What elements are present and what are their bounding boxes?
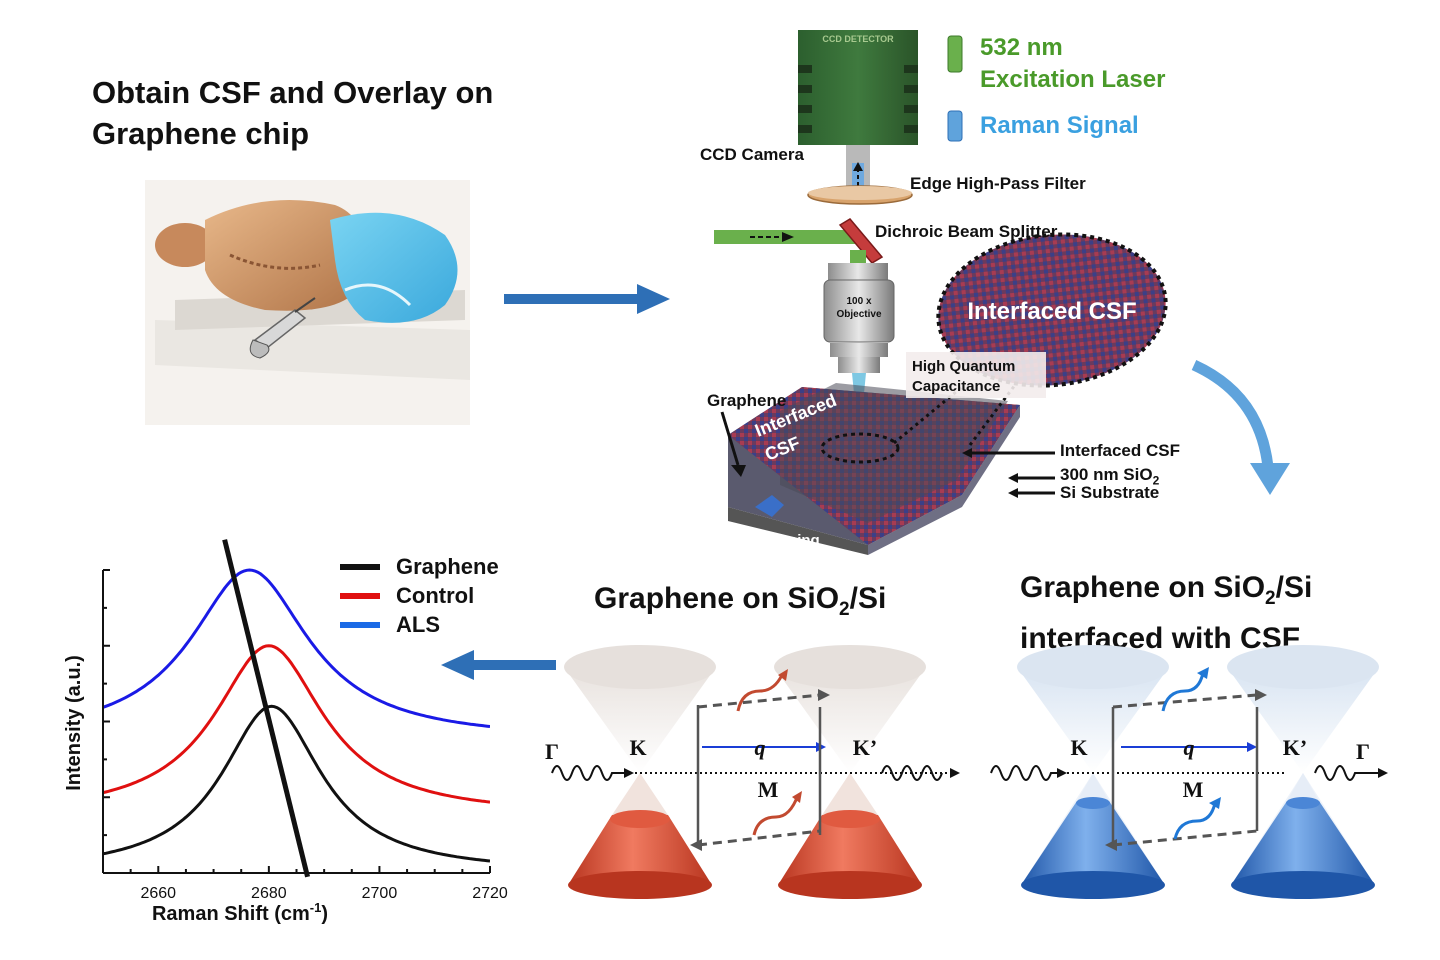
legend-swatch-control — [340, 592, 380, 599]
lumbar-puncture-illustration — [145, 180, 470, 425]
legend-label-graphene: Graphene — [396, 553, 499, 579]
legend-item-control: Control — [340, 581, 499, 610]
series-line-graphene — [103, 704, 490, 863]
label-gamma-mid: Γ — [545, 739, 559, 764]
label-K-mid: K — [629, 735, 646, 760]
detector-label: CCD DETECTOR — [822, 34, 894, 44]
step1-title-line2: Graphene chip — [92, 116, 310, 151]
label-Kp-right: K’ — [1283, 735, 1307, 760]
raman-setup-diagram: CCD DETECTOR 100 x Objective Interfaced … — [707, 30, 1168, 555]
label-gamma-right: Γ — [1356, 739, 1370, 764]
objective-label-1: 100 x — [846, 296, 871, 307]
label-Kp-mid: K’ — [853, 735, 877, 760]
raman-chart: 2660 2680 2700 2720 Raman Shift (cm-1) Inte… — [63, 539, 508, 925]
ccd-camera-label: CCD Camera — [700, 145, 804, 164]
right-panel-title-line1: Graphene on SiO2/Si — [1020, 571, 1313, 609]
legend-label-control: Control — [396, 582, 475, 608]
legend-swatch-graphene — [340, 563, 380, 570]
x-tick-label: 2720 — [472, 885, 508, 902]
label-q-mid: q — [755, 735, 766, 760]
legend-item-als: ALS — [340, 610, 499, 639]
right-panel-title: Graphene on SiO2/Si interfaced with CSF — [1020, 568, 1312, 659]
detector-slots — [798, 65, 918, 133]
step1-title-line1: Obtain CSF and Overlay on — [92, 75, 494, 110]
series-line-als — [103, 568, 490, 728]
x-tick-label: 2700 — [362, 885, 398, 902]
beam-splitter-label: Dichroic Beam Splitter — [875, 222, 1058, 241]
legend-label-als: ALS — [396, 611, 440, 637]
series-line-control — [103, 644, 490, 804]
y-axis-label: Intensity (a.u.) — [63, 655, 85, 791]
objective-label-2: Objective — [836, 309, 881, 320]
chart-legend: Graphene Control ALS — [340, 552, 499, 639]
band-diagram-control: K K’ q M Γ — [545, 645, 960, 899]
arrow-to-setup — [504, 284, 670, 314]
step1-title: Obtain CSF and Overlay on Graphene chip — [92, 72, 493, 154]
legend-raman: Raman Signal — [980, 112, 1139, 139]
band-diagram-csf: K K’ q M Γ — [990, 645, 1388, 899]
legend-laser-line1: 532 nm — [980, 34, 1063, 61]
label-K-right: K — [1070, 735, 1087, 760]
layer-csf-label: Interfaced CSF — [1060, 441, 1180, 460]
legend-swatches — [947, 35, 963, 142]
label-q-right: q — [1184, 735, 1195, 760]
mid-panel-title: Graphene on SiO2/Si — [594, 582, 887, 620]
layer-sio2-label: 300 nm SiO2 — [1060, 465, 1160, 488]
arrow-to-chart — [441, 650, 556, 680]
label-M-mid: M — [758, 777, 779, 802]
xy-scanning-label: x-y scanning — [728, 532, 820, 549]
curved-arrow-down — [1191, 359, 1290, 495]
trend-line — [222, 539, 310, 878]
legend-laser: 532 nm Excitation Laser — [980, 32, 1165, 96]
x-tick-label: 2660 — [140, 885, 176, 902]
hqc-label-1: High Quantum — [912, 358, 1015, 375]
zoom-label: Interfaced CSF — [967, 298, 1136, 325]
x-tick-label: 2680 — [251, 885, 287, 902]
x-axis-label: Raman Shift (cm-1) — [152, 900, 328, 925]
legend-laser-line2: Excitation Laser — [980, 66, 1166, 93]
edge-filter-label: Edge High-Pass Filter — [910, 174, 1086, 193]
legend-swatch-als — [340, 621, 380, 628]
hqc-label-2: Capacitance — [912, 378, 1000, 395]
graphene-label: Graphene — [707, 391, 786, 410]
legend-item-graphene: Graphene — [340, 552, 499, 581]
label-M-right: M — [1183, 777, 1204, 802]
layer-si-label: Si Substrate — [1060, 483, 1160, 502]
